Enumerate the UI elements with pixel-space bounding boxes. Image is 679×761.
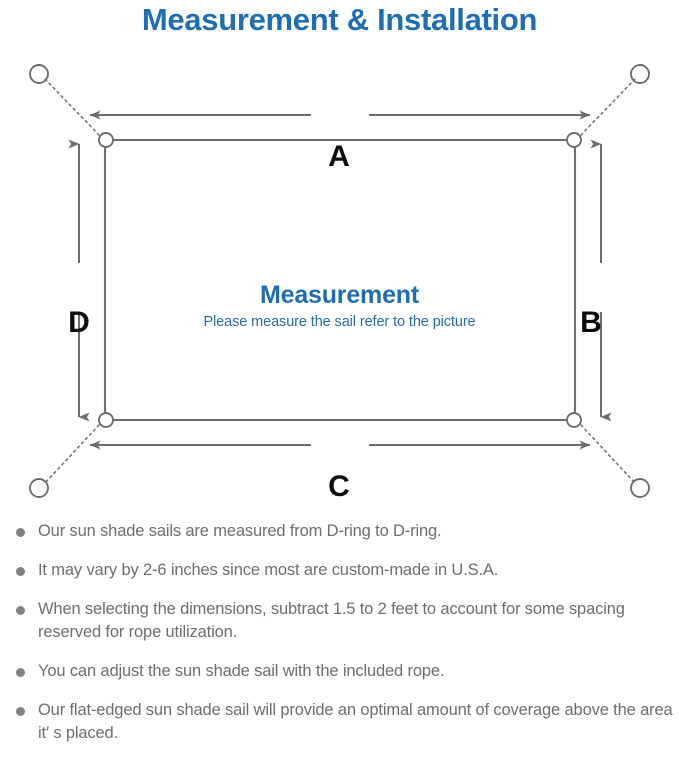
note-text: Our flat-edged sun shade sail will provi… bbox=[38, 701, 673, 742]
bullet-icon bbox=[16, 606, 25, 615]
bullet-icon bbox=[16, 528, 25, 537]
note-text: It may vary by 2-6 inches since most are… bbox=[38, 561, 499, 579]
note-text: Our sun shade sails are measured from D-… bbox=[38, 522, 442, 540]
rope-bottom-left bbox=[44, 424, 100, 484]
list-item: Our flat-edged sun shade sail will provi… bbox=[10, 699, 679, 745]
sail-rectangle bbox=[103, 138, 577, 422]
rope-lines bbox=[44, 78, 636, 484]
anchor-ring-bottom-left bbox=[29, 478, 49, 498]
d-rings bbox=[98, 132, 582, 428]
diagram-svg bbox=[29, 64, 650, 498]
note-text: When selecting the dimensions, subtract … bbox=[38, 600, 625, 641]
list-item: You can adjust the sun shade sail with t… bbox=[10, 660, 679, 683]
list-item: When selecting the dimensions, subtract … bbox=[10, 598, 679, 644]
rope-bottom-right bbox=[580, 424, 636, 484]
note-text: You can adjust the sun shade sail with t… bbox=[38, 662, 445, 680]
anchor-ring-top-right bbox=[630, 64, 650, 84]
notes-list: Our sun shade sails are measured from D-… bbox=[0, 520, 679, 745]
d-ring-bottom-left bbox=[98, 412, 114, 428]
dimension-label-a: A bbox=[328, 140, 350, 173]
anchor-ring-top-left bbox=[29, 64, 49, 84]
page-title: Measurement & Installation bbox=[141, 2, 538, 37]
list-item: It may vary by 2-6 inches since most are… bbox=[10, 559, 679, 582]
d-ring-top-right bbox=[566, 132, 582, 148]
notes-section: Our sun shade sails are measured from D-… bbox=[0, 520, 679, 761]
bullet-icon bbox=[16, 707, 25, 716]
dimension-label-d: D bbox=[68, 306, 90, 339]
page-root: Measurement & Installation bbox=[0, 2, 679, 742]
anchor-rings bbox=[29, 64, 650, 498]
d-ring-top-left bbox=[98, 132, 114, 148]
rope-top-right bbox=[580, 78, 636, 136]
rope-top-left bbox=[44, 78, 100, 136]
measurement-diagram: Measurement Please measure the sail refe… bbox=[0, 44, 679, 516]
dimension-label-c: C bbox=[328, 470, 350, 503]
d-ring-bottom-right bbox=[566, 412, 582, 428]
bullet-icon bbox=[16, 567, 25, 576]
anchor-ring-bottom-right bbox=[630, 478, 650, 498]
bullet-icon bbox=[16, 668, 25, 677]
dimension-label-b: B bbox=[580, 306, 602, 339]
list-item: Our sun shade sails are measured from D-… bbox=[10, 520, 679, 543]
